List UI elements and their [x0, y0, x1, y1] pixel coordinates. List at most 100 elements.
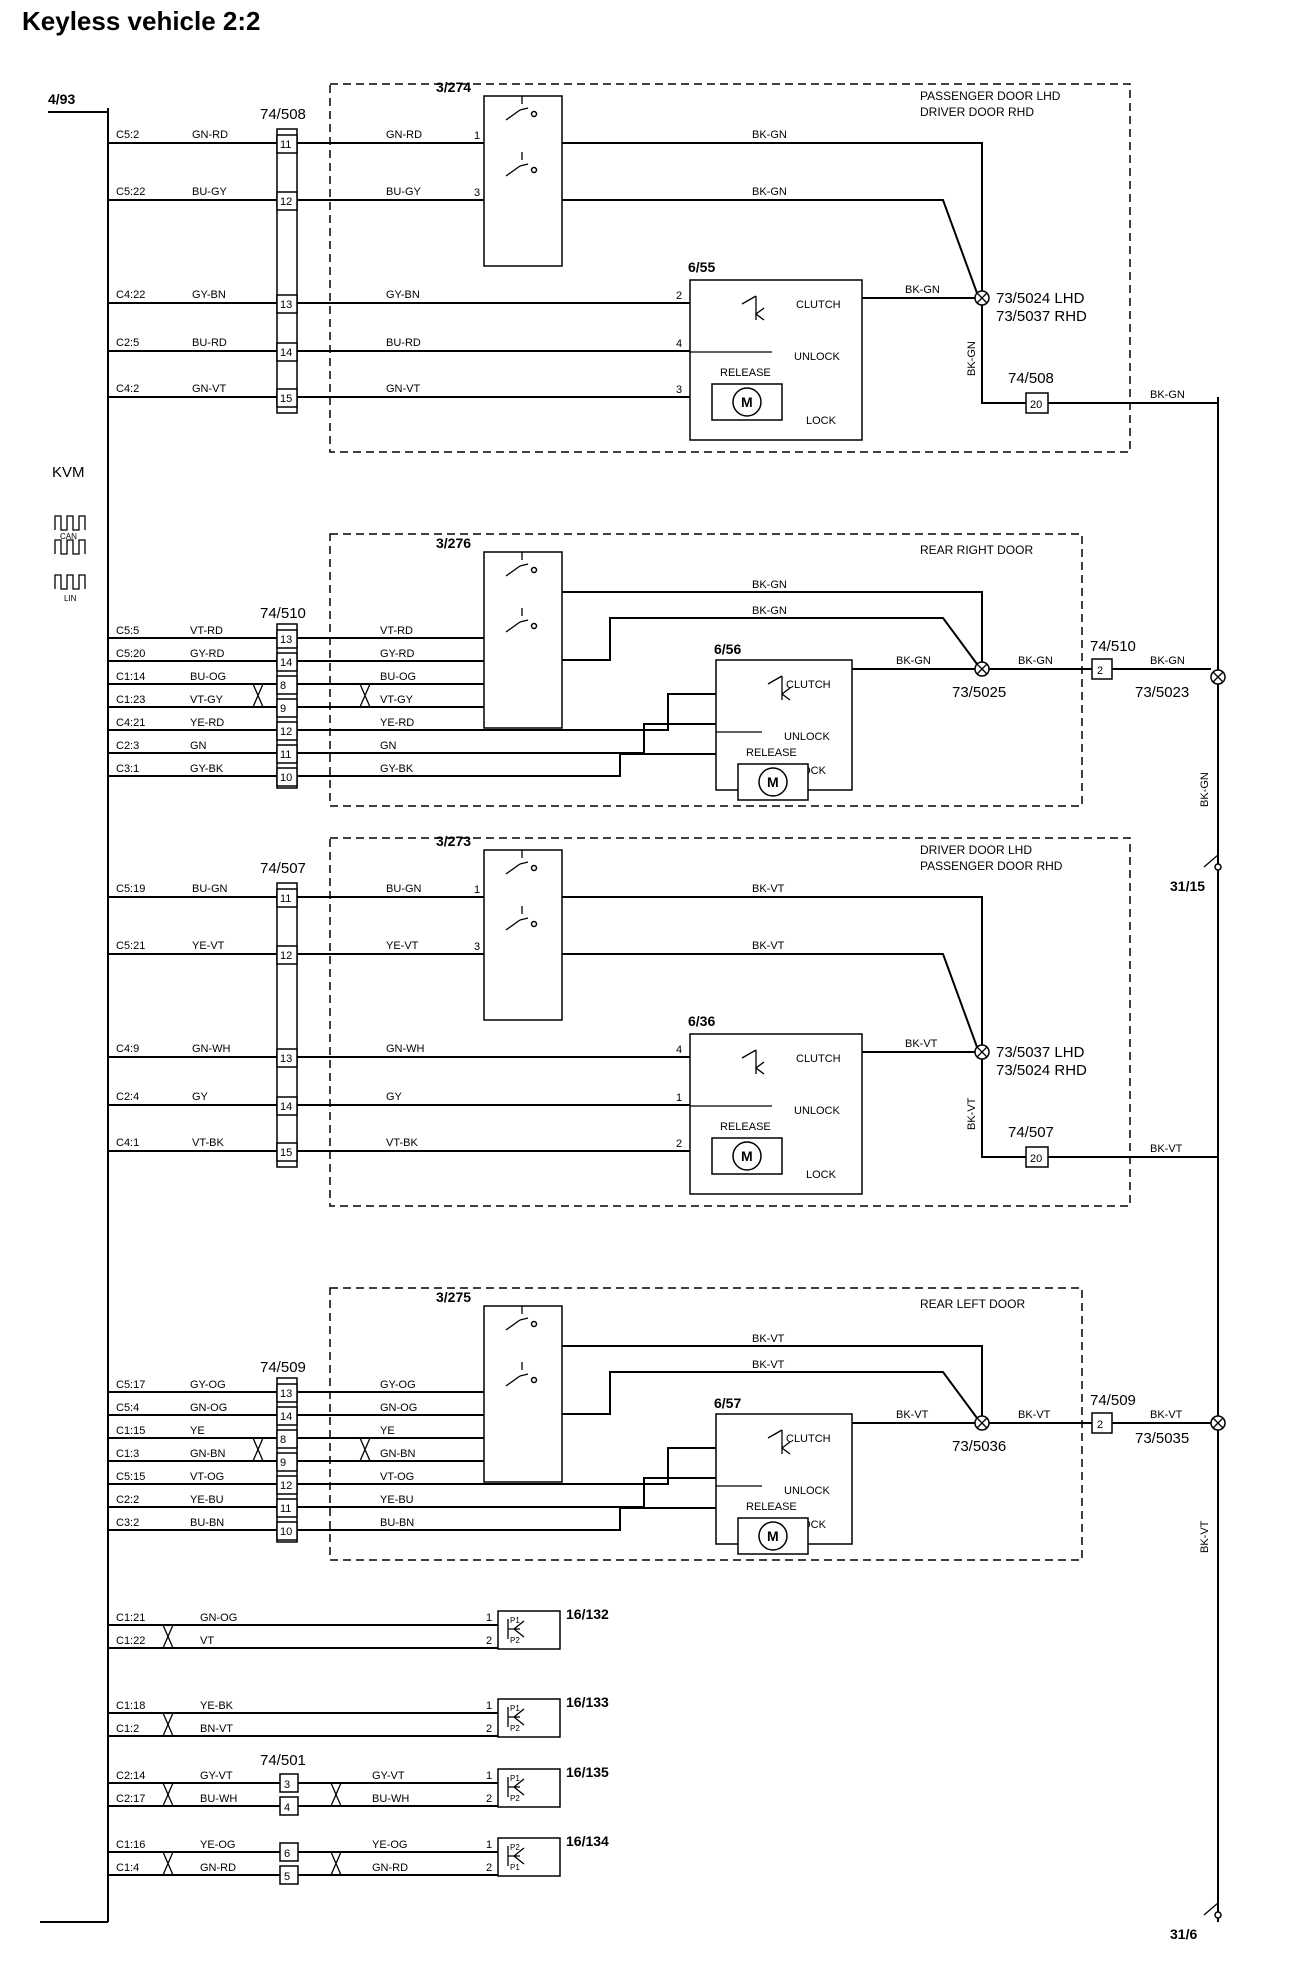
kvm-pin-label: C3:2	[116, 1517, 139, 1529]
wire-label: GN-BN	[190, 1448, 226, 1460]
switch-3/273-box	[483, 849, 563, 1021]
wire-label: YE	[380, 1425, 395, 1437]
door-label: PASSENGER DOOR LHD	[920, 89, 1061, 103]
wire-label: BU-RD	[386, 337, 421, 349]
wire-label: GN-WH	[192, 1043, 231, 1055]
motor-6/57-unlock-label: UNLOCK	[784, 1485, 831, 1497]
wire-label: BK-VT	[752, 883, 785, 895]
connector-pin: 10	[280, 1526, 292, 1538]
antenna-block-symbol	[507, 1846, 525, 1866]
kvm-pin-label: C1:14	[116, 671, 145, 683]
wire-label: YE-BU	[380, 1494, 414, 1506]
wire-label: GY-OG	[190, 1379, 226, 1391]
switch-3/276	[483, 551, 563, 729]
switch-out-wire	[562, 896, 983, 1045]
wire-label: BU-GN	[386, 883, 422, 895]
switch-out-wire	[562, 199, 978, 294]
wire-label: BK-GN	[966, 341, 978, 376]
motor-6/57-motor-m: M	[767, 1528, 779, 1544]
splice-down-wire	[981, 305, 1026, 404]
kvm-pin-label: C2:17	[116, 1793, 145, 1805]
splice-73/5025-x	[976, 663, 988, 675]
splice-ref: 73/5037 RHD	[996, 308, 1087, 325]
antenna-pin: 2	[486, 1723, 492, 1735]
wire-label: BU-GY	[386, 186, 422, 198]
door-label: DRIVER DOOR LHD	[920, 843, 1032, 857]
wire-label: GN-RD	[192, 129, 228, 141]
kvm-pin-label: C4:1	[116, 1137, 139, 1149]
wire-label: BK-VT	[752, 1333, 785, 1345]
door-label: REAR RIGHT DOOR	[920, 543, 1033, 557]
door-label: REAR LEFT DOOR	[920, 1297, 1025, 1311]
antenna-block-symbol	[507, 1777, 525, 1797]
wire-label: BK-VT	[752, 940, 785, 952]
splice-ref: 73/5025	[952, 684, 1006, 701]
connector-pin: 11	[280, 749, 291, 761]
antenna-block-p-bot: P1	[510, 1863, 520, 1872]
wire-label: BK-VT	[1150, 1143, 1183, 1155]
antenna-block-box	[497, 1698, 561, 1738]
wire-label: BK-GN	[1199, 772, 1211, 807]
kvm-pin-label: C5:22	[116, 186, 145, 198]
motor-pin: 4	[676, 338, 682, 350]
wire-label: GY-RD	[380, 648, 414, 660]
wire-label: BN-VT	[200, 1723, 233, 1735]
kvm-pin-label: C1:22	[116, 1635, 145, 1647]
wire-label: VT-OG	[190, 1471, 224, 1483]
switch-3/275-contact	[505, 1362, 529, 1387]
switch-out-wire	[562, 591, 983, 662]
motor-6/57-clutch-switch	[767, 1429, 791, 1455]
wire-label: BU-BN	[190, 1517, 224, 1529]
wire-label: BK-GN	[752, 186, 787, 198]
wire-label: VT-RD	[190, 625, 223, 637]
ground-point-0: 31/15	[1170, 839, 1222, 894]
wire-label: GN-VT	[386, 383, 421, 395]
switch-3/273-contact	[505, 850, 529, 875]
wire-label: YE-BK	[200, 1700, 234, 1712]
motor-pin: 1	[676, 1092, 682, 1104]
wire-label: GN-OG	[190, 1402, 227, 1414]
switch-ref: 3/276	[436, 535, 471, 551]
door-dash-frame	[329, 837, 1131, 1207]
connector-ref: 74/501	[260, 1752, 306, 1769]
switch-3/274-terminal	[530, 110, 538, 118]
splice-ref: 73/5023	[1135, 684, 1189, 701]
can-label: CAN	[60, 532, 77, 541]
wire-label: BK-GN	[752, 605, 787, 617]
motor-6/56-clutch-switch	[767, 675, 791, 701]
wire-label: BK-GN	[905, 284, 940, 296]
switch-out-wire	[562, 1345, 983, 1416]
kvm-ref: 4/93	[48, 91, 75, 107]
can-signal-icon: CAN	[54, 515, 86, 555]
switch-3/276-contact	[505, 552, 529, 577]
ground-point-1: 31/6	[1170, 1887, 1222, 1942]
motor-pin: 4	[676, 1044, 682, 1056]
motor-6/56-release-label: RELEASE	[746, 747, 797, 759]
wire-label: BK-VT	[1018, 1409, 1051, 1421]
switch-3/276-contact	[505, 608, 529, 633]
antenna-block-p-top: P2	[510, 1843, 520, 1852]
wire-label: BU-OG	[190, 671, 226, 683]
antenna-pin: 1	[486, 1612, 492, 1624]
antenna-block-p-top: P1	[510, 1774, 520, 1783]
connector-ref: 74/507	[260, 860, 306, 877]
antenna-block-box	[497, 1837, 561, 1877]
splice-ref: 73/5036	[952, 1438, 1006, 1455]
wire-label: GN-OG	[380, 1402, 417, 1414]
door-dash-frame	[329, 83, 1131, 453]
wire-label: GY	[192, 1091, 209, 1103]
wire-label: BU-RD	[192, 337, 227, 349]
connector-pin: 14	[280, 1411, 292, 1423]
kvm-pin-label: C3:1	[116, 763, 139, 775]
motor-6/56-clutch-label: CLUTCH	[786, 679, 831, 691]
antenna-pin: 2	[486, 1635, 492, 1647]
antenna-pin: 1	[486, 1700, 492, 1712]
wire-label: BU-OG	[380, 671, 416, 683]
kvm-pin-label: C2:4	[116, 1091, 139, 1103]
door-label: PASSENGER DOOR RHD	[920, 859, 1063, 873]
wire-label: BK-VT	[896, 1409, 929, 1421]
